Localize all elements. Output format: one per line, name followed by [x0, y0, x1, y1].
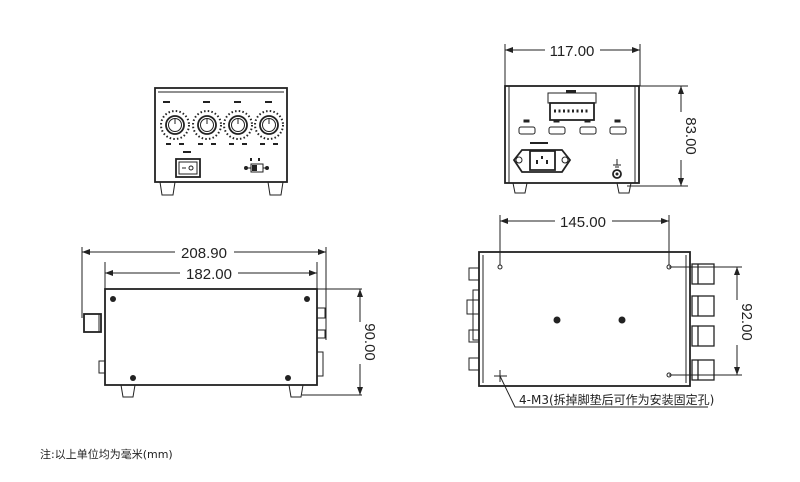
leader-line	[499, 375, 708, 408]
rear-view: 117.00 83.00	[504, 43, 699, 194]
hole-spacing-x-dimension: 145.00	[560, 214, 606, 231]
channel-knobs	[160, 101, 284, 145]
left-connectors	[466, 267, 480, 371]
front-view	[154, 87, 288, 196]
bottom-view: 145.00 92.00 4-M3(拆掉脚垫后可作为安装固定孔)	[466, 214, 755, 408]
right-connectors	[691, 263, 715, 381]
ground-terminal-icon	[612, 159, 622, 179]
knob-icon	[160, 101, 190, 145]
knob-icon	[192, 101, 222, 145]
units-footnote: 注:以上单位均为毫米(mm)	[40, 447, 173, 461]
body-length-dimension: 182.00	[186, 266, 232, 283]
center-screws	[553, 316, 626, 324]
side-view: 208.90 182.00 90.00	[81, 245, 378, 398]
side-height-dimension: 90.00	[361, 323, 378, 361]
front-panel-body	[154, 87, 288, 183]
rear-height-dimension: 83.00	[682, 117, 699, 155]
overall-length-dimension: 208.90	[181, 245, 227, 262]
channel-connectors	[518, 119, 627, 135]
ac-inlet-icon	[512, 142, 572, 173]
mounting-hole-note: 4-M3(拆掉脚垫后可作为安装固定孔)	[519, 392, 714, 407]
hole-spacing-y-dimension: 92.00	[738, 303, 755, 341]
screws	[110, 296, 310, 381]
knob-side-icon	[83, 313, 102, 333]
power-switch-icon	[175, 151, 201, 178]
rear-width-dimension: 117.00	[550, 43, 595, 60]
feet	[159, 181, 284, 196]
terminal-block-icon	[547, 90, 597, 121]
knob-icon	[254, 101, 284, 145]
mounting-holes	[497, 264, 672, 378]
knob-icon	[223, 101, 253, 145]
hl-switch-icon	[244, 158, 269, 173]
